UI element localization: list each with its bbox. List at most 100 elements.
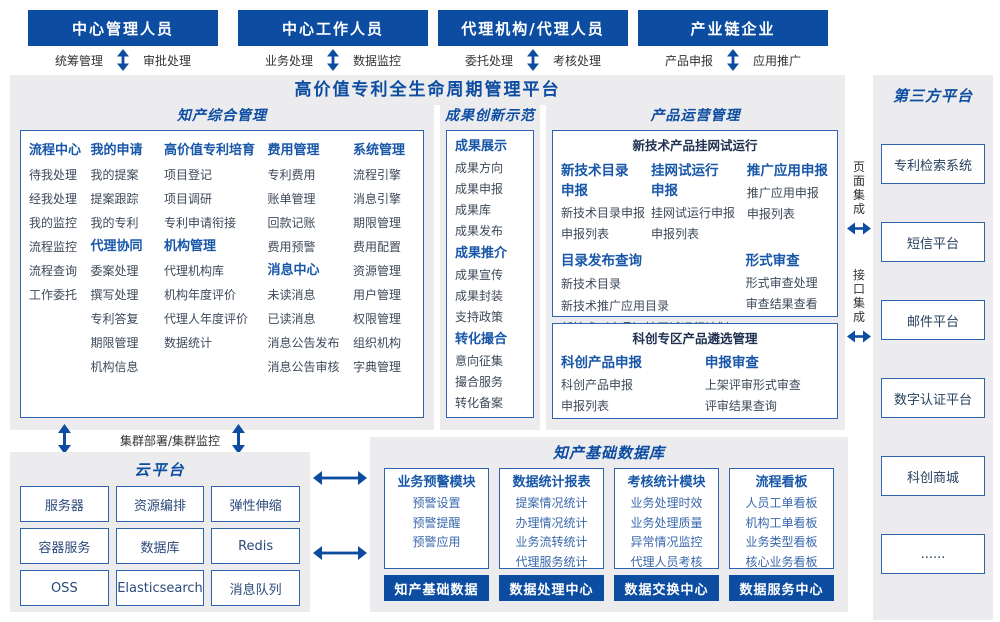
- module-item: 挂网试运行申报: [650, 206, 735, 220]
- module-item: 成果发布: [455, 224, 504, 238]
- module-group-title: 目录发布查询: [561, 253, 642, 269]
- double-arrow-vertical-icon: [527, 49, 539, 71]
- module-item: 业务处理时效: [630, 496, 703, 510]
- actor-duty-left: 委托处理: [464, 53, 513, 68]
- module-item: 评审结果查询: [704, 399, 777, 413]
- double-arrow-horizontal-icon: [847, 222, 871, 235]
- module-column: 高价值专利培育 项目登记项目调研专利申请衔接 机构管理 代理机构库机构年度评价代…: [164, 139, 266, 379]
- actor-group: 代理机构/代理人员 委托处理 考核处理: [438, 10, 628, 73]
- module-group-title: 科创产品申报: [561, 355, 642, 371]
- module-item: 代理机构库: [164, 264, 225, 278]
- module-column: 流程中心 待我处理经我处理我的监控流程监控流程查询工作委托: [29, 139, 89, 379]
- actor-duty-right: 应用推广: [753, 53, 802, 68]
- module-item: 字典管理: [353, 360, 402, 374]
- actor-duty-left: 统筹管理: [54, 53, 103, 68]
- module-group: 系统管理 流程引擎消息引擎期限管理费用配置资源管理用户管理权限管理组织机构字典管…: [353, 139, 415, 379]
- module-item: 委案处理: [90, 264, 139, 278]
- module-group-title: 我的申请: [90, 143, 143, 158]
- section-achievements: 成果创新示范 成果展示 成果方向成果申报成果库成果发布 成果推介 成果宣传成果封…: [440, 105, 540, 430]
- module-item: 成果申报: [455, 182, 504, 196]
- catalog-items-row1: 新技术目录新技术推广应用目录: [561, 273, 746, 317]
- module-item: 预警应用: [412, 535, 461, 549]
- section-ip-management: 知产综合管理 流程中心 待我处理经我处理我的监控流程监控流程查询工作委托 我的申…: [10, 105, 434, 430]
- module-item: 预警提醒: [412, 515, 461, 530]
- module-item: 提案情况统计: [515, 496, 588, 510]
- double-arrow-horizontal-icon: [847, 330, 871, 343]
- module-item: 提案跟踪: [90, 192, 139, 206]
- module-column: 考核统计模块 业务处理时效业务处理质量异常情况监控代理人员考核 数据交换中心: [614, 468, 719, 601]
- module-column: 科创产品申报 科创产品申报申报列表: [561, 351, 705, 417]
- actor-duties: 产品申报 应用推广: [638, 47, 828, 73]
- module-item: 我的监控: [29, 216, 78, 230]
- actor-duties: 业务处理 数据监控: [238, 47, 428, 73]
- module-item: 资源管理: [353, 264, 402, 278]
- actor-title-box: 产业链企业: [638, 10, 828, 46]
- module-item: 未读消息: [267, 288, 316, 302]
- ip-management-box: 流程中心 待我处理经我处理我的监控流程监控流程查询工作委托 我的申请 我的提案提…: [20, 130, 424, 418]
- module-item: 机构信息: [90, 360, 139, 374]
- cloud-service-box: 数据库: [115, 528, 205, 564]
- actor-duties: 统筹管理 审批处理: [28, 47, 218, 73]
- module-item: 项目调研: [164, 192, 213, 206]
- api-integration-connector: 接口集成: [845, 268, 873, 343]
- cloud-platform-title: 云平台: [134, 461, 186, 479]
- module-group-title: 高价值专利培育: [164, 143, 256, 158]
- module-item: 代理人员考核: [630, 554, 703, 569]
- ip-database-columns: 业务预警模块 预警设置预警提醒预警应用 知产基础数据 数据统计报表 提案情况统计…: [384, 468, 834, 601]
- module-box: 数据统计报表 提案情况统计办理情况统计业务流转统计代理服务统计: [499, 468, 604, 569]
- trial-run-box: 新技术产品挂网试运行 新技术目录 申报 新技术目录申报申报列表 挂网试运行 申报…: [552, 130, 838, 335]
- module-column: 业务预警模块 预警设置预警提醒预警应用 知产基础数据: [384, 468, 489, 601]
- module-item: 预警设置: [412, 496, 461, 510]
- module-item: 意向征集: [455, 354, 504, 368]
- module-item: 我的提案: [90, 168, 139, 182]
- double-arrow-horizontal-icon: [313, 546, 367, 560]
- actor-duty-left: 产品申报: [664, 53, 713, 68]
- module-group-title: 成果推介: [455, 246, 508, 261]
- cloud-service-box: 消息队列: [211, 570, 300, 606]
- module-group-title: 考核统计模块: [627, 475, 706, 490]
- module-item: 机构工单看板: [745, 515, 818, 530]
- module-group-title: 成果展示: [455, 139, 508, 154]
- third-party-system-box: 数字认证平台: [881, 378, 985, 418]
- third-party-system-box: 专利检索系统: [881, 144, 985, 184]
- module-group-title: 业务预警模块: [397, 475, 476, 490]
- module-box: 业务预警模块 预警设置预警提醒预警应用: [384, 468, 489, 569]
- formal-review-group: 形式审查 形式审查处理审查结果查看: [746, 249, 829, 339]
- cluster-label: 集群部署/集群监控: [119, 434, 221, 448]
- module-box: 考核统计模块 业务处理时效业务处理质量异常情况监控代理人员考核: [614, 468, 719, 569]
- module-item: 成果宣传: [455, 268, 504, 282]
- module-item: 工作委托: [29, 288, 78, 302]
- actor-group: 中心管理人员 统筹管理 审批处理: [28, 10, 218, 73]
- cloud-service-box: Redis: [211, 528, 300, 564]
- third-party-system-box: ......: [881, 534, 985, 574]
- module-group: 转化撮合 意向征集撮合服务转化备案: [455, 328, 533, 414]
- page-integration-connector: 页面集成: [845, 160, 873, 235]
- module-item: 我的专利: [90, 216, 139, 230]
- module-group-title: 推广应用申报: [746, 163, 828, 179]
- module-item: 业务流转统计: [515, 535, 588, 549]
- module-group: 消息中心 未读消息已读消息消息公告发布消息公告审核: [268, 259, 352, 379]
- module-item: 费用预警: [267, 240, 316, 254]
- module-item: 科创产品申报: [561, 378, 634, 392]
- module-column: 申报审查 上架评审形式审查评审结果查询: [705, 351, 829, 417]
- actor-group: 中心工作人员 业务处理 数据监控: [238, 10, 428, 73]
- module-item: 撰写处理: [90, 288, 139, 302]
- actor-title-box: 中心工作人员: [238, 10, 428, 46]
- module-item: 新技术目录: [561, 277, 622, 291]
- module-group: 成果推介 成果宣传成果封装支持政策: [455, 242, 533, 328]
- module-item: 已读消息: [267, 312, 316, 326]
- api-integration-label: 接口集成: [852, 268, 865, 324]
- module-item: 办理情况统计: [515, 515, 588, 530]
- module-group: 费用管理 专利费用账单管理回款记账费用预警: [268, 139, 352, 259]
- third-party-title: 第三方平台: [892, 87, 973, 105]
- section-title: 产品运营管理: [650, 108, 741, 124]
- cloud-service-box: Elasticsearch: [115, 570, 205, 606]
- selection-columns: 科创产品申报 科创产品申报申报列表 申报审查 上架评审形式审查评审结果查询: [553, 350, 837, 417]
- module-item: 审查结果查看: [745, 297, 818, 311]
- section-product-ops: 产品运营管理 新技术产品挂网试运行 新技术目录 申报 新技术目录申报申报列表 挂…: [546, 105, 845, 430]
- actor-roles-row: 中心管理人员 统筹管理 审批处理 中心工作人员 业务处理: [28, 10, 828, 73]
- section-divider: [540, 105, 546, 430]
